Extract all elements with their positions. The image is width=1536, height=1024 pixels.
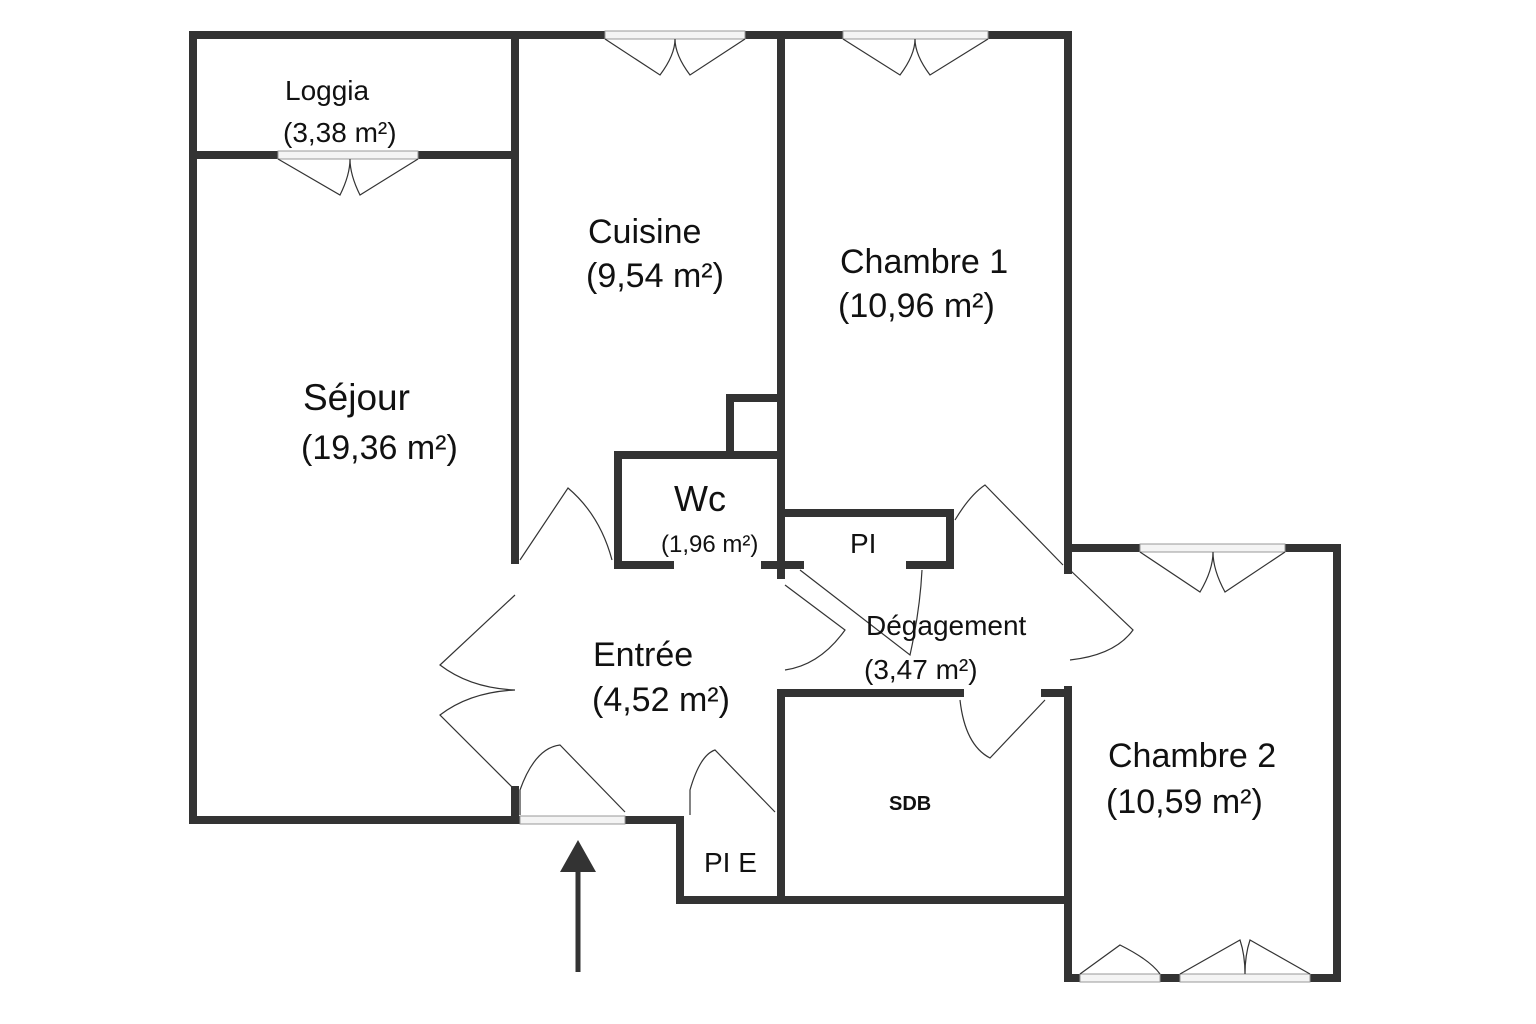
room-pie-name: PI E — [704, 847, 757, 878]
room-sdb-name: SDB — [889, 793, 932, 815]
room-entree-area: (4,52 m²) — [592, 681, 730, 719]
entrance-arrow-icon — [560, 840, 596, 972]
room-chambre1-area: (10,96 m²) — [838, 287, 995, 325]
room-pi-name: PI — [850, 528, 877, 559]
room-chambre2-area: (10,59 m²) — [1106, 783, 1263, 821]
room-chambre1-name: Chambre 1 — [840, 243, 1009, 281]
room-wc-area: (1,96 m²) — [661, 531, 759, 558]
walls — [189, 31, 1341, 982]
room-cuisine-name: Cuisine — [588, 213, 702, 251]
room-entree-name: Entrée — [593, 636, 694, 674]
room-cuisine-area: (9,54 m²) — [586, 257, 724, 295]
room-loggia-name: Loggia — [285, 75, 370, 106]
windows — [277, 30, 1311, 983]
room-wc-name: Wc — [674, 478, 726, 519]
room-sejour-area: (19,36 m²) — [301, 429, 458, 467]
room-chambre2-name: Chambre 2 — [1108, 737, 1277, 775]
room-degagement-area: (3,47 m²) — [864, 654, 978, 685]
room-sejour-name: Séjour — [303, 377, 410, 418]
doors — [277, 38, 1311, 975]
room-loggia-area: (3,38 m²) — [283, 117, 397, 148]
room-degagement-name: Dégagement — [866, 610, 1027, 641]
